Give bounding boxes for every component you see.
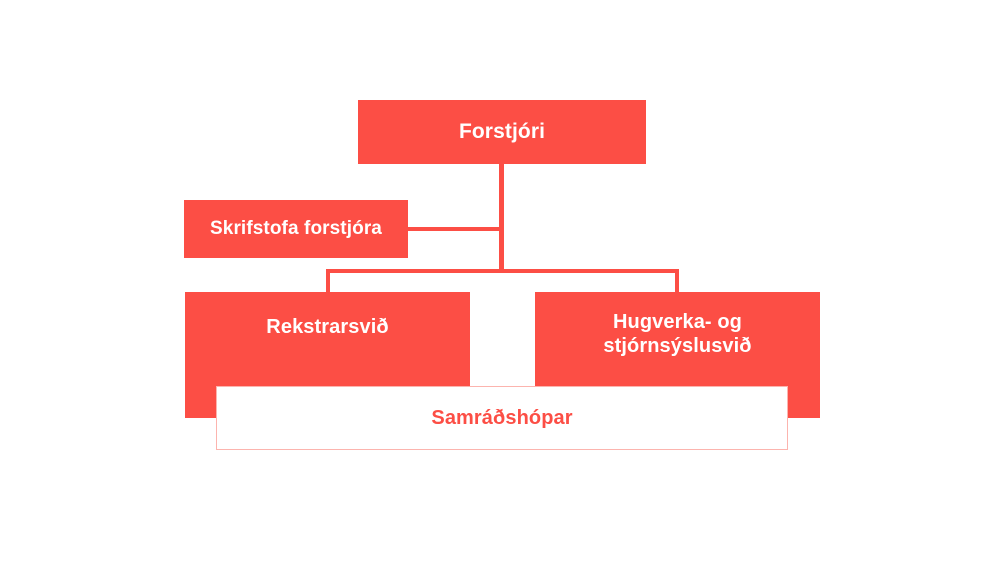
connector-ceo-office-branch <box>408 227 502 231</box>
node-skrifstofa-forstjora[interactable]: Skrifstofa forstjóra <box>184 200 408 258</box>
node-samradshopar-label: Samráðshópar <box>431 406 573 429</box>
node-samradshopar[interactable]: Samráðshópar <box>216 386 788 450</box>
node-forstjori-label: Forstjóri <box>458 120 546 144</box>
node-rekstrarsvid-label: Rekstrarsvið <box>266 316 389 338</box>
node-skrifstofa-forstjora-label: Skrifstofa forstjóra <box>210 218 382 240</box>
connector-division-bus <box>326 269 679 273</box>
connector-ip-admin-drop <box>675 269 679 294</box>
node-forstjori[interactable]: Forstjóri <box>358 100 646 164</box>
connector-operations-drop <box>326 269 330 294</box>
node-hugverka-og-stjornsyslusvid-label: Hugverka- og stjórnsýslusvið <box>603 311 752 358</box>
connector-ceo-trunk <box>499 163 504 273</box>
